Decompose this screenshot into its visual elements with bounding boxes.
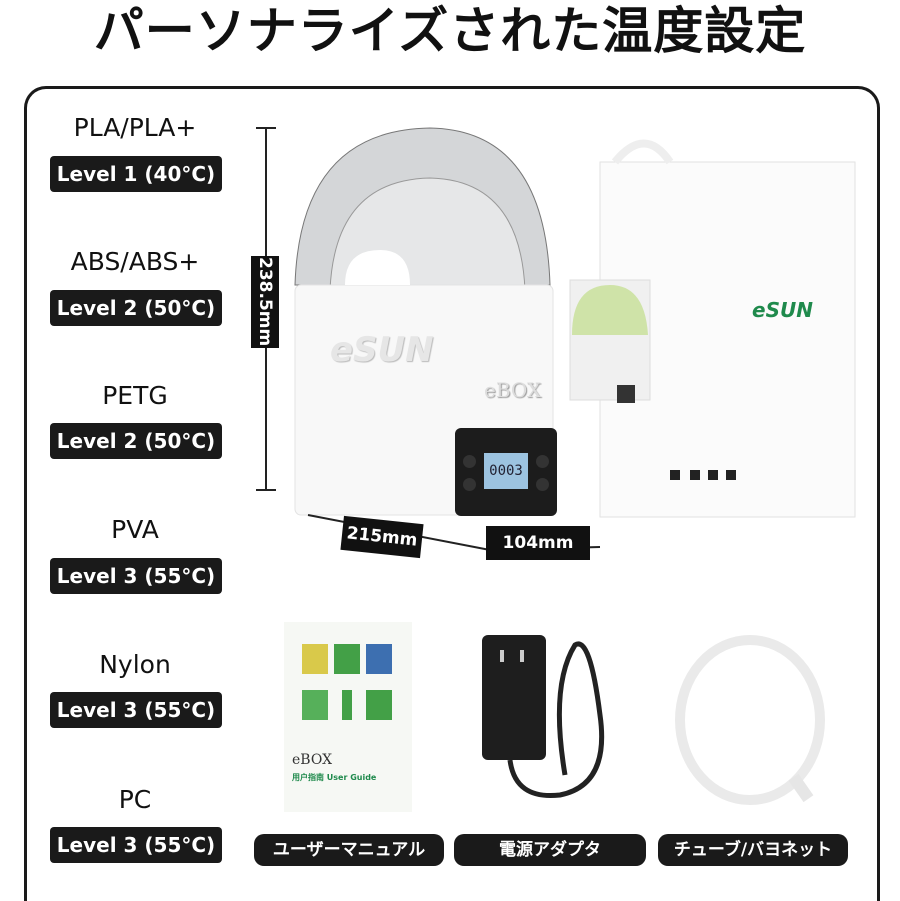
tube-image [675,635,825,805]
brand-logo: eSUN [330,330,434,370]
accessory-label-user-manual: ユーザーマニュアル [254,834,444,866]
control-panel: 0003 [455,428,557,516]
material-name: ABS/ABS+ [70,247,200,276]
button-icon[interactable] [536,455,549,468]
height-dimension-label: 238.5mm [251,256,279,348]
lcd-display: 0003 [484,453,528,489]
content-frame [24,86,880,901]
temperature-level-badge: Level 3 (55°C) [50,692,222,728]
material-name: PLA/PLA+ [73,113,197,142]
temperature-level-badge: Level 1 (40°C) [50,156,222,192]
material-name: PVA [111,515,159,544]
guide-subtitle: 用户指南 User Guide [292,773,377,782]
temperature-level-badge: Level 2 (50°C) [50,290,222,326]
accessory-label-tube-bayonet: チューブ/バヨネット [658,834,848,866]
page-title: パーソナライズされた温度設定 [93,2,807,60]
temperature-level-badge: Level 3 (55°C) [50,558,222,594]
temperature-level-badge: Level 2 (50°C) [50,423,222,459]
product-illustration [256,127,856,518]
temperature-level-badge: Level 3 (55°C) [50,827,222,863]
power-adapter-image [482,635,605,799]
guide-title: eBOX [292,752,333,768]
material-name: PETG [102,381,168,410]
button-icon[interactable] [536,478,549,491]
material-name: PC [118,785,152,814]
depth-dimension-label: 104mm [486,526,590,560]
user-guide-image: eBOX 用户指南 User Guide [284,622,412,812]
material-name: Nylon [99,650,171,679]
accessory-label-power-adapter: 電源アダプタ [454,834,646,866]
button-icon[interactable] [463,455,476,468]
button-icon[interactable] [463,478,476,491]
model-logo: eBOX [484,378,542,402]
box-brand-logo: eSUN [752,298,813,322]
